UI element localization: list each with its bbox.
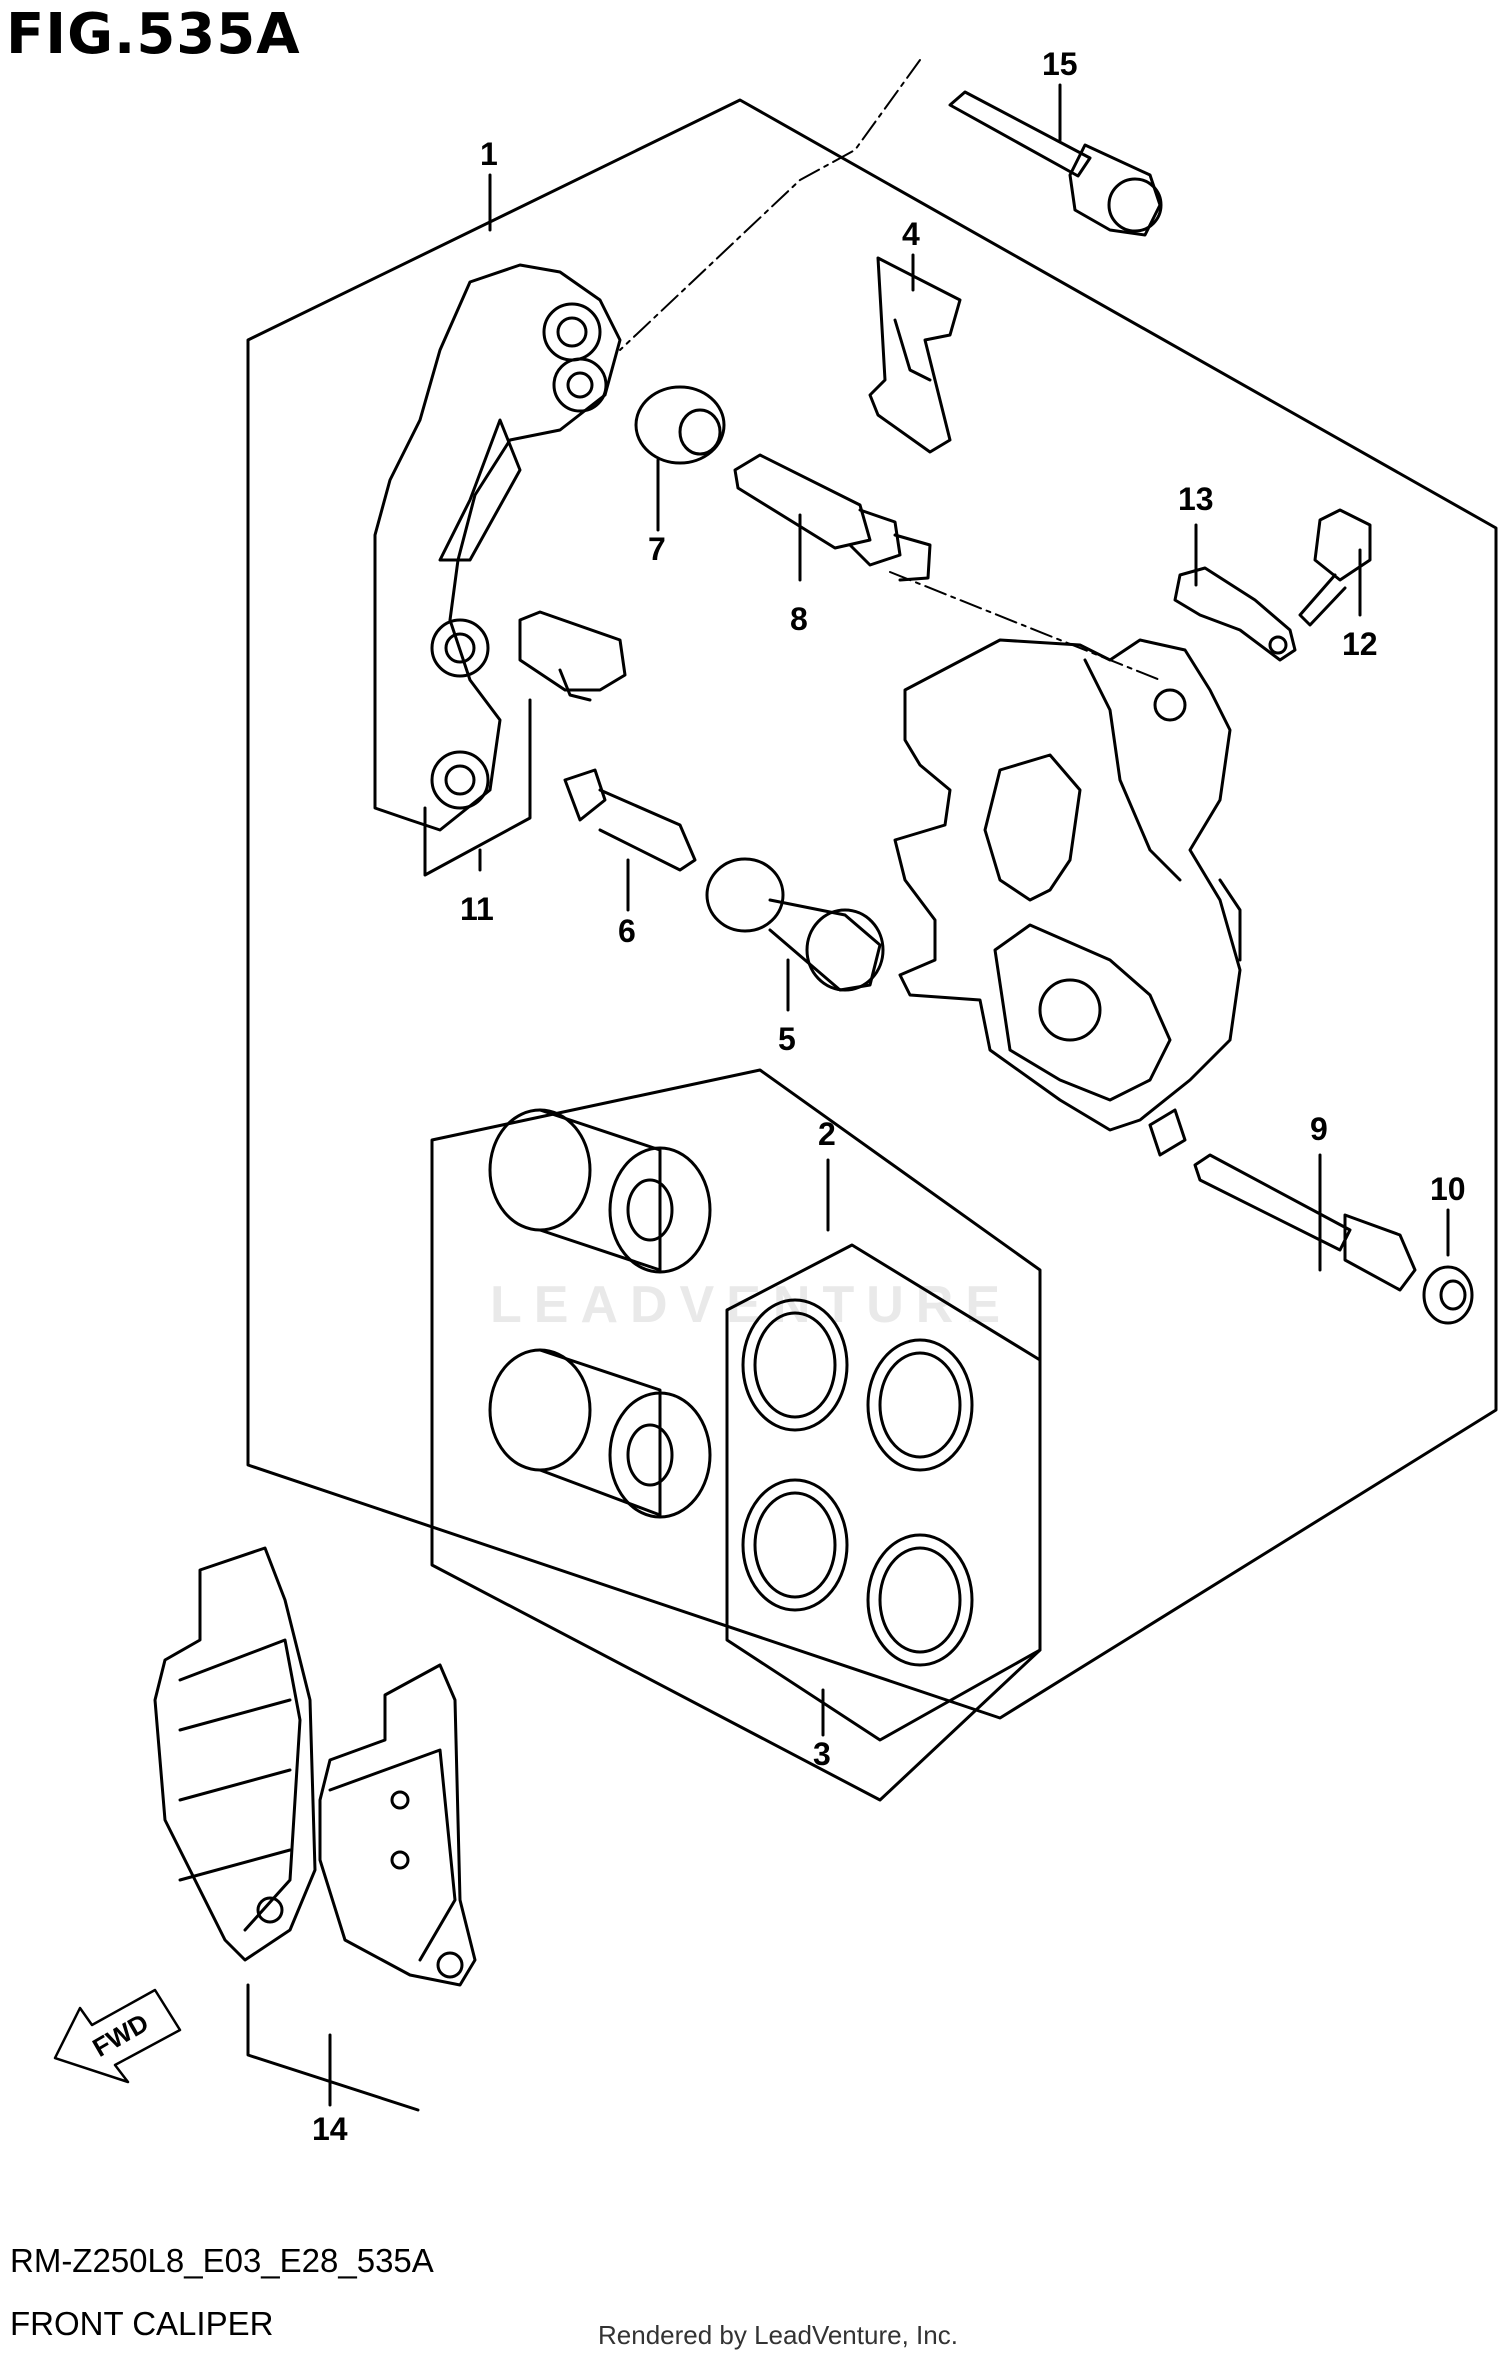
bleeder-valve (1298, 508, 1372, 627)
callout-15: 15 (1042, 46, 1078, 82)
piston-frame (430, 1068, 1042, 1802)
cap-10 (1422, 1265, 1474, 1325)
pin-9 (1193, 1153, 1417, 1292)
callout-7: 7 (648, 531, 666, 567)
render-credit: Rendered by LeadVenture, Inc. (598, 2320, 958, 2350)
callout-12: 12 (1342, 626, 1378, 662)
bleeder-cap (1173, 566, 1297, 662)
fwd-label: FWD (87, 2007, 153, 2063)
boot-7 (634, 385, 726, 465)
diagram-code: RM-Z250L8_E03_E28_535A (10, 2242, 434, 2279)
watermark-text: LEADVENTURE (490, 1276, 1013, 1334)
caliper-body (893, 638, 1242, 1157)
pad-spring (868, 256, 962, 454)
callout-5: 5 (778, 1021, 796, 1057)
callout-4: 4 (902, 216, 920, 252)
callout-6: 6 (618, 913, 636, 949)
piston-upper (488, 1108, 712, 1274)
pad-retainer (518, 610, 627, 692)
callout-2: 2 (818, 1116, 836, 1152)
brake-pad-back (153, 1546, 317, 1962)
pin-5 (705, 857, 885, 992)
callout-3: 3 (813, 1736, 831, 1772)
piston-lower (488, 1348, 712, 1519)
callout-10: 10 (1430, 1171, 1466, 1207)
pin-6 (563, 768, 697, 872)
diagram-name: FRONT CALIPER (10, 2305, 274, 2342)
caliper-bracket (373, 263, 622, 832)
fwd-arrow (53, 1988, 182, 2084)
seal-frame (725, 1243, 1042, 1742)
callout-1: 1 (480, 136, 498, 172)
assembly-frame (246, 98, 1498, 1720)
callout-8: 8 (790, 601, 808, 637)
seals (741, 1298, 974, 1667)
callout-9: 9 (1310, 1111, 1328, 1147)
pin-8 (733, 453, 932, 582)
figure-title: FIG.535A (6, 2, 301, 67)
callout-13: 13 (1178, 481, 1214, 517)
brake-pad-front (318, 1663, 477, 1987)
callout-14: 14 (312, 2111, 348, 2147)
bolt-15 (948, 90, 1163, 237)
callout-11: 11 (460, 891, 494, 927)
